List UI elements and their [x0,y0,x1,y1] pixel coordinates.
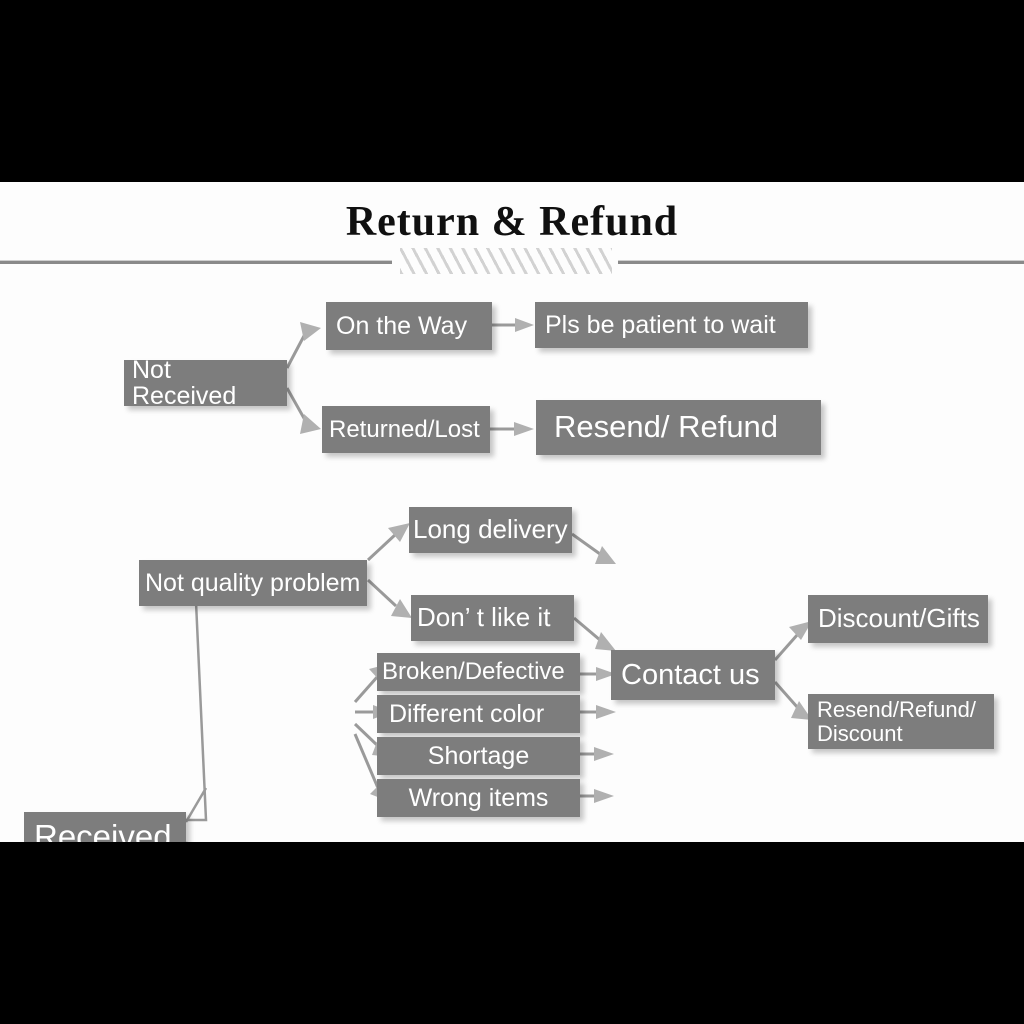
node-pls-be-patient-label: Pls be patient to wait [545,310,776,339]
node-resend-refund[interactable]: Resend/ Refund [536,400,821,455]
node-discount-gifts[interactable]: Discount/Gifts [808,595,988,643]
node-on-the-way-label: On the Way [336,311,468,340]
node-received[interactable]: Received [24,812,186,842]
node-different-color[interactable]: Different color [377,695,580,733]
node-shortage-label: Shortage [427,741,530,770]
node-not-quality-problem-label: Not quality problem [145,568,361,597]
node-wrong-items[interactable]: Wrong items [377,779,580,817]
node-not-received-label: Not Received [132,355,237,410]
node-not-received[interactable]: Not Received [124,357,287,409]
node-broken-defective[interactable]: Broken/Defective [377,653,580,691]
node-resend-refund-label: Resend/ Refund [554,409,779,445]
node-resend-refund-discount[interactable]: Resend/Refund/ Discount [808,694,994,749]
node-pls-be-patient[interactable]: Pls be patient to wait [535,302,808,348]
node-different-color-label: Different color [389,699,545,728]
connector-layer [184,318,812,842]
node-contact-us[interactable]: Contact us [611,650,775,700]
divider-rule-left [0,260,392,264]
node-resend-refund-discount-line-1: Resend/Refund/ [817,697,976,723]
node-not-quality-problem[interactable]: Not quality problem [139,560,367,606]
node-broken-defective-label: Broken/Defective [382,658,565,686]
slide-canvas: Return & Refund [0,182,1024,842]
node-on-the-way[interactable]: On the Way [326,302,492,350]
node-dont-like-it-label: Don’ t like it [417,602,551,633]
node-long-delivery-label: Long delivery [413,514,568,545]
divider-rule-right [618,260,1024,264]
page-title: Return & Refund [345,199,679,245]
node-returned-lost-label: Returned/Lost [329,415,480,443]
node-shortage[interactable]: Shortage [377,737,580,775]
node-returned-lost[interactable]: Returned/Lost [322,406,490,453]
node-received-label: Received [34,817,172,842]
node-resend-refund-discount-line-2: Discount [817,720,903,746]
hatched-divider-icon [400,248,612,274]
node-long-delivery[interactable]: Long delivery [409,507,572,553]
node-wrong-items-label: Wrong items [408,783,549,812]
node-discount-gifts-label: Discount/Gifts [818,603,980,634]
node-dont-like-it[interactable]: Don’ t like it [411,595,574,641]
node-contact-us-label: Contact us [621,658,760,691]
